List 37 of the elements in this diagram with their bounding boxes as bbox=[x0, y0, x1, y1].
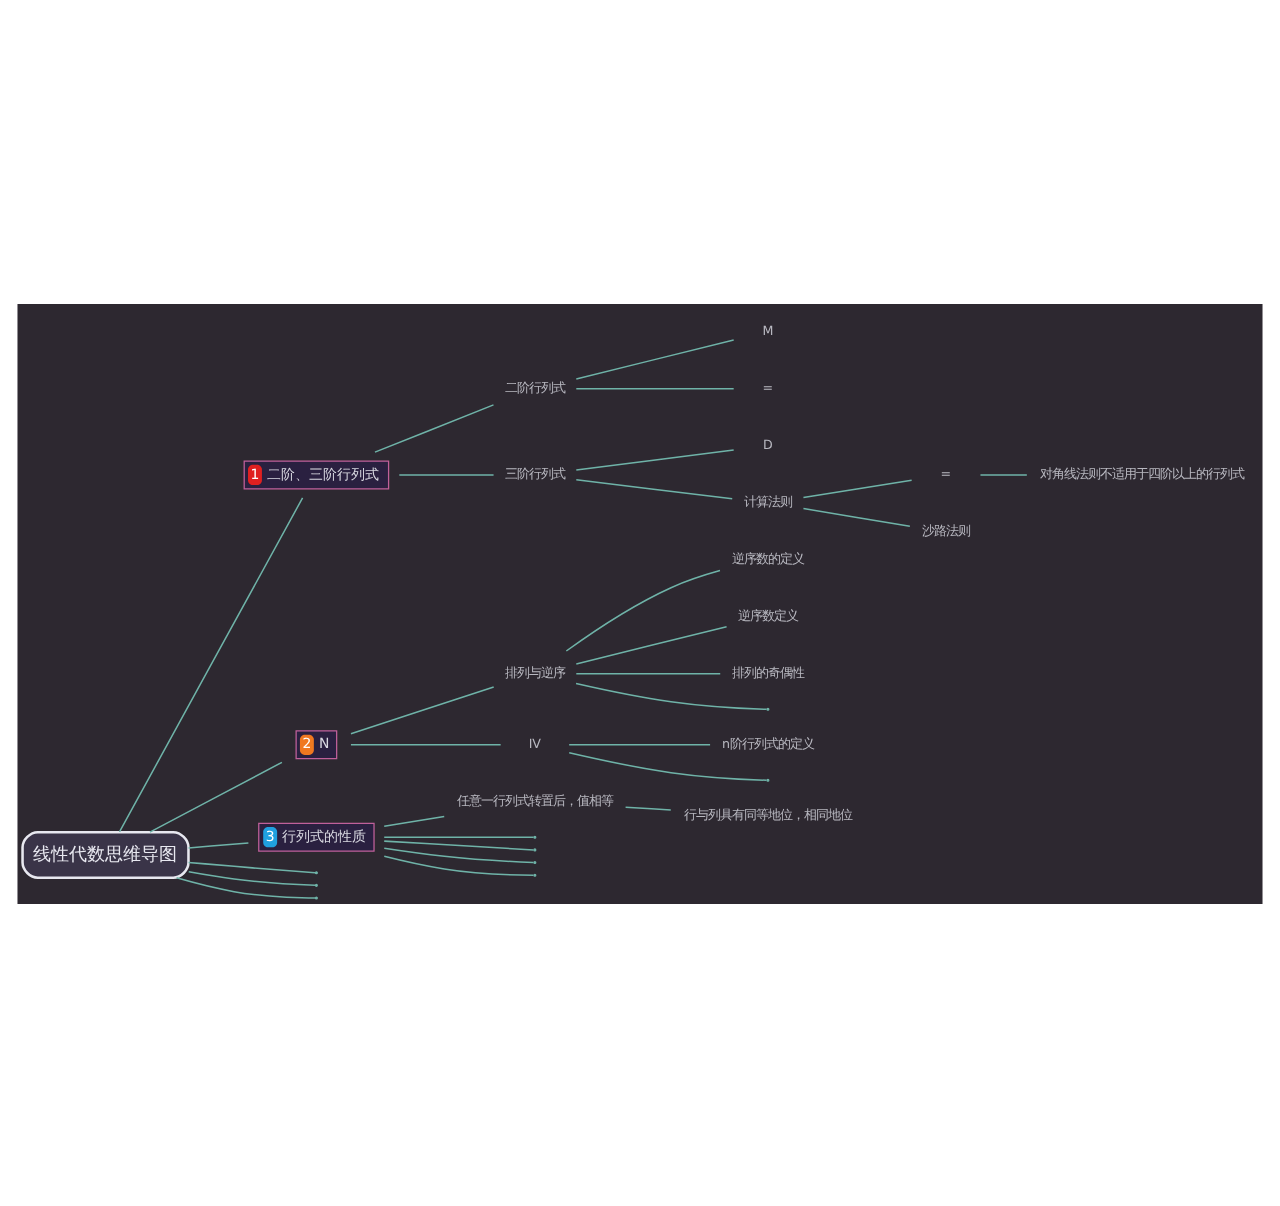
connector bbox=[575, 478, 733, 499]
connector bbox=[979, 473, 1028, 475]
connector bbox=[575, 448, 735, 470]
node-line bbox=[533, 872, 537, 876]
connector bbox=[575, 681, 768, 710]
connector bbox=[565, 568, 721, 651]
node-line bbox=[766, 706, 770, 710]
node-box: 线性代数思维导图 bbox=[21, 829, 190, 879]
connector bbox=[149, 760, 283, 832]
connector bbox=[802, 506, 911, 526]
connector bbox=[802, 478, 913, 498]
connector bbox=[568, 743, 711, 745]
connector bbox=[383, 854, 535, 875]
connector bbox=[383, 835, 535, 837]
connector bbox=[187, 841, 250, 848]
node-line bbox=[533, 860, 537, 864]
node-line bbox=[314, 870, 318, 874]
connector bbox=[568, 751, 768, 780]
connector bbox=[374, 403, 495, 452]
connector bbox=[575, 387, 735, 389]
node-line bbox=[533, 847, 537, 851]
node-line bbox=[766, 777, 770, 781]
node-line bbox=[314, 895, 318, 899]
connector bbox=[350, 685, 495, 734]
connector bbox=[575, 625, 728, 664]
connector bbox=[175, 876, 316, 898]
connector bbox=[575, 338, 735, 379]
connector bbox=[398, 473, 495, 475]
connector bbox=[118, 496, 304, 832]
connector bbox=[187, 860, 316, 873]
connector bbox=[624, 805, 672, 810]
connector bbox=[383, 814, 445, 827]
connector bbox=[187, 870, 316, 886]
node-line bbox=[314, 882, 318, 886]
connector bbox=[350, 743, 502, 745]
node-line bbox=[533, 834, 537, 838]
connector bbox=[575, 672, 721, 674]
